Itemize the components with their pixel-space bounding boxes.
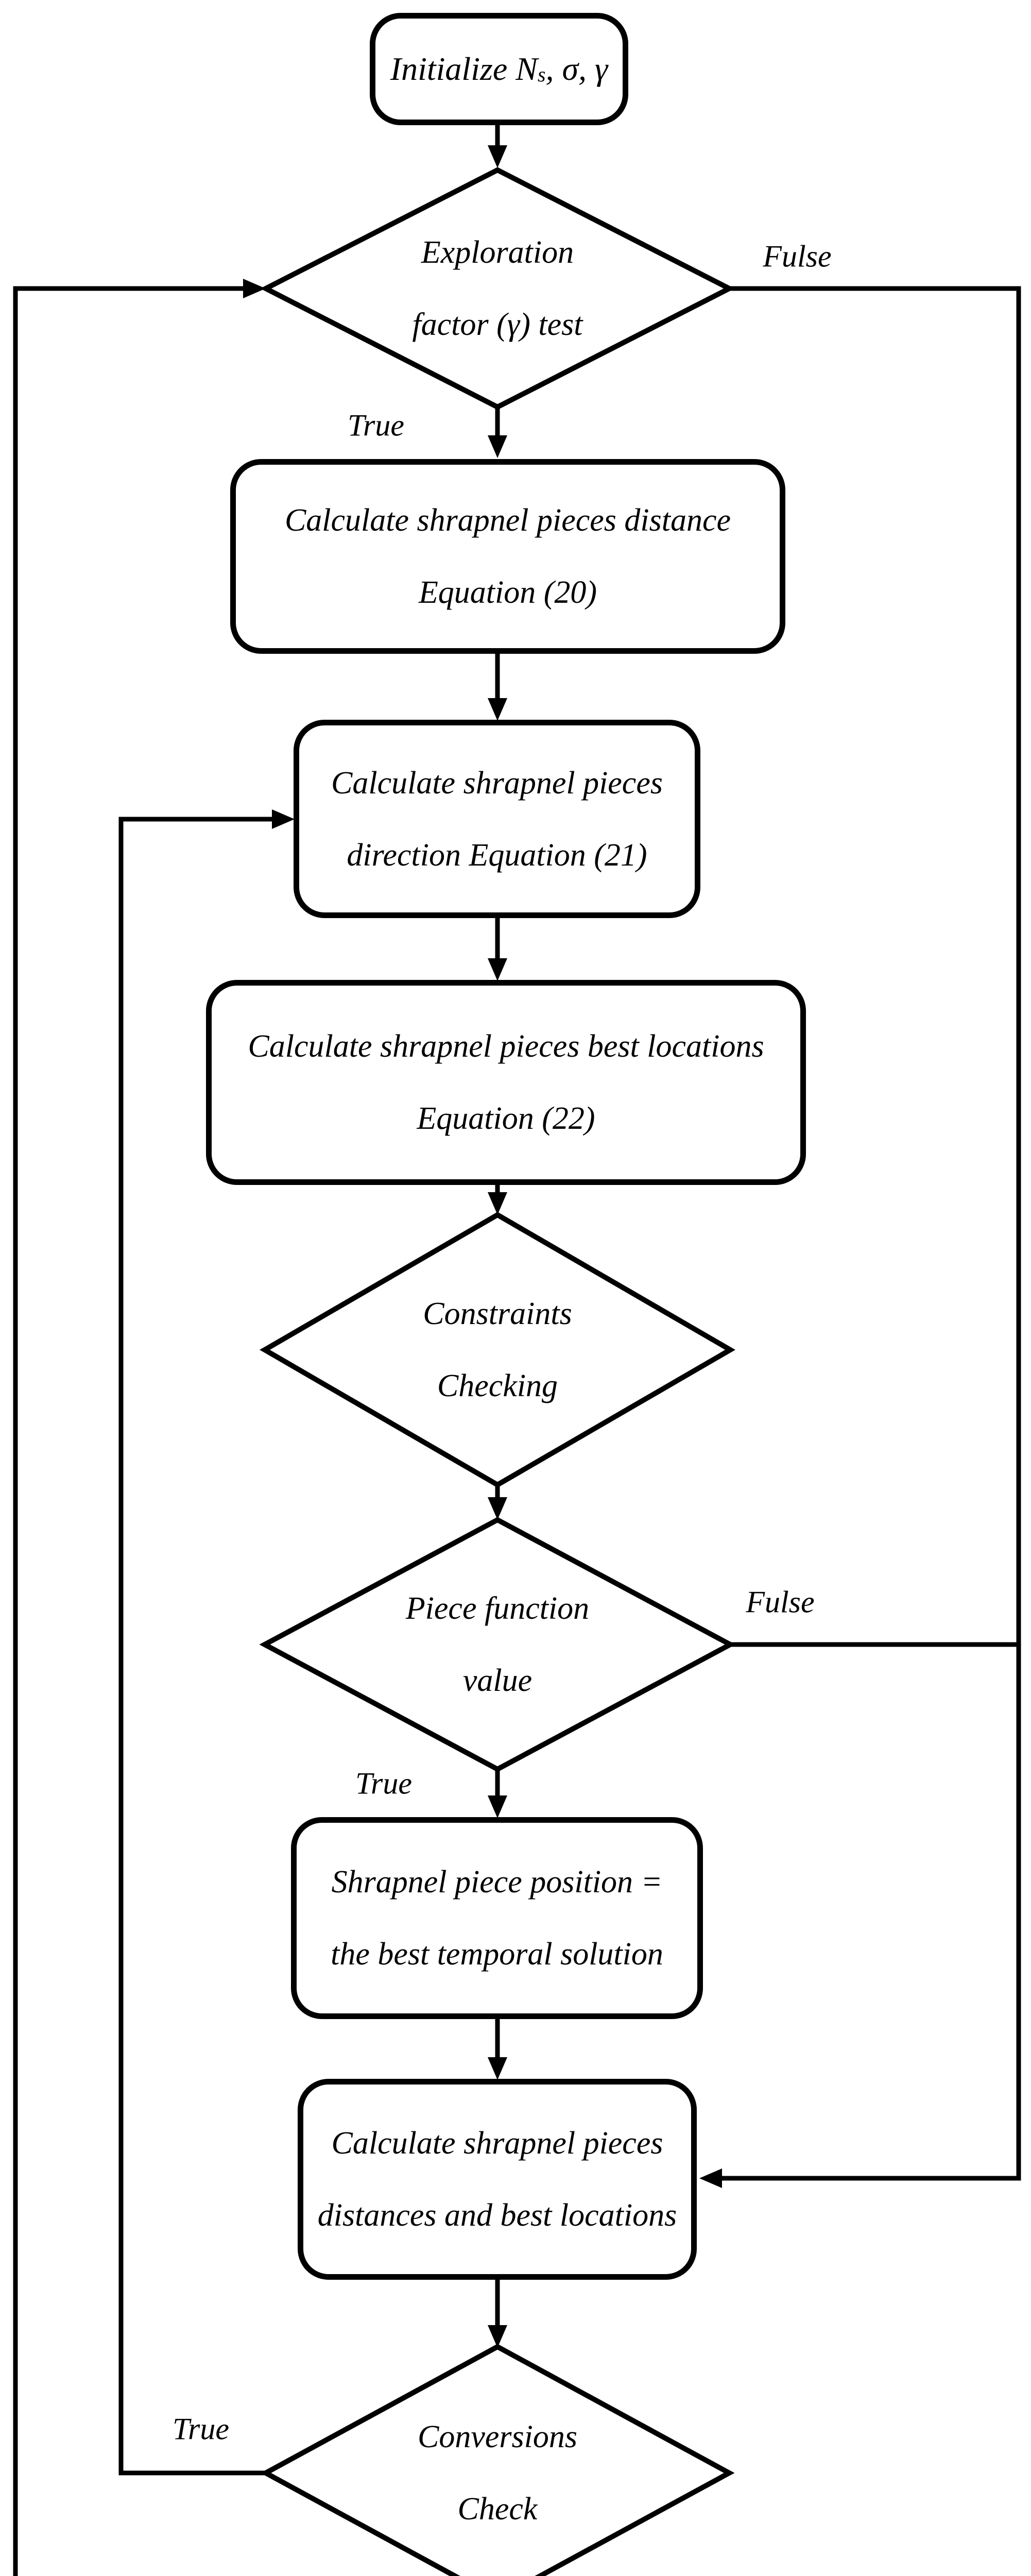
- arrowhead-calcdistances-to-conversions: [488, 2325, 507, 2348]
- node-calc-direction: Calculate shrapnel pieces direction Equa…: [294, 720, 700, 918]
- edge-exploration-false-loop: [722, 286, 1021, 2181]
- node-start-initialize: Initialize Ns, σ, γ: [370, 13, 628, 125]
- node-text-line: Calculate shrapnel pieces distance: [284, 503, 731, 538]
- diamond-constraints-check: [260, 1212, 735, 1488]
- node-calc-distance: Calculate shrapnel pieces distance Equat…: [230, 459, 785, 654]
- node-text-line: direction Equation (21): [347, 837, 647, 873]
- node-text-line: Equation (22): [417, 1101, 595, 1136]
- edge-conversions-true-loop: [118, 817, 272, 2476]
- node-text-line: Equation (20): [418, 575, 597, 610]
- node-text-line: Calculate shrapnel pieces: [331, 765, 663, 801]
- diamond-conversions-check: [260, 2344, 735, 2576]
- arrowhead-exploration-true: [488, 435, 507, 458]
- arrowhead-start-to-exploration: [488, 145, 507, 168]
- arrowhead-piecefunction-true: [488, 1795, 507, 1818]
- edge-label-exploration-true: True: [347, 408, 405, 443]
- start-label-subscript: s: [537, 63, 546, 87]
- node-text-line: Shrapnel piece position =: [331, 1865, 663, 1900]
- edge-label-piecefunction-false: Fulse: [746, 1585, 815, 1619]
- node-calc-distances-best: Calculate shrapnel pieces distances and …: [298, 2079, 697, 2280]
- arrowhead-direction-to-bestlocations: [488, 958, 507, 981]
- arrowhead-bestlocations-to-constraints: [488, 1192, 507, 1215]
- node-text-line: the best temporal solution: [331, 1937, 663, 1972]
- node-text-line: Calculate shrapnel pieces: [331, 2126, 663, 2161]
- edge-label-conversions-true: True: [172, 2412, 230, 2446]
- diamond-exploration-test: [260, 167, 735, 410]
- arrowhead-distance-to-direction: [488, 698, 507, 721]
- node-calc-best-locations: Calculate shrapnel pieces best locations…: [206, 980, 806, 1185]
- arrowhead-conversions-true-loop: [272, 809, 295, 829]
- edge-label-exploration-false: Fulse: [763, 239, 832, 274]
- node-text-line: distances and best locations: [317, 2198, 677, 2233]
- start-label: Initialize Ns, σ, γ: [390, 50, 608, 87]
- diamond-piece-function-value: [259, 1517, 736, 1772]
- node-assign-position: Shrapnel piece position = the best tempo…: [291, 1817, 703, 2019]
- arrowhead-exploration-false-loop: [699, 2168, 722, 2188]
- arrowhead-conversions-false-loop: [243, 279, 266, 298]
- arrowhead-constraints-to-piecefunction: [488, 1497, 507, 1520]
- arrowhead-assign-to-calcdistances: [488, 2057, 507, 2080]
- edge-label-piecefunction-true: True: [355, 1766, 413, 1801]
- edge-conversions-false-loop: [13, 286, 243, 2576]
- node-text-line: Calculate shrapnel pieces best locations: [248, 1029, 764, 1064]
